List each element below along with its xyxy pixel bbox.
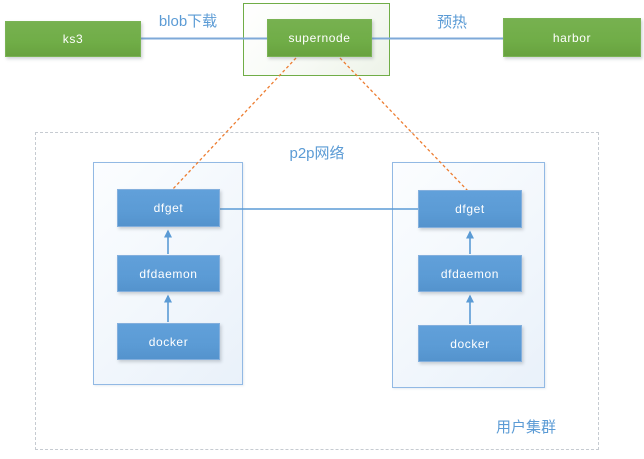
node-ks3: ks3 xyxy=(5,21,141,57)
node-supernode: supernode xyxy=(267,19,372,57)
label-preheat: 预热 xyxy=(436,14,468,31)
label-p2p-network: p2p网络 xyxy=(289,145,345,162)
label-user-cluster: 用户集群 xyxy=(495,419,557,436)
node-dfdaemon-right: dfdaemon xyxy=(418,255,522,292)
node-dfget-right: dfget xyxy=(418,190,522,228)
node-docker-right: docker xyxy=(418,325,522,362)
node-docker-left: docker xyxy=(117,323,220,360)
label-blob-download: blob下载 xyxy=(158,13,218,30)
node-dfdaemon-left: dfdaemon xyxy=(117,255,220,292)
node-dfget-left: dfget xyxy=(117,189,220,227)
node-harbor: harbor xyxy=(503,18,641,57)
